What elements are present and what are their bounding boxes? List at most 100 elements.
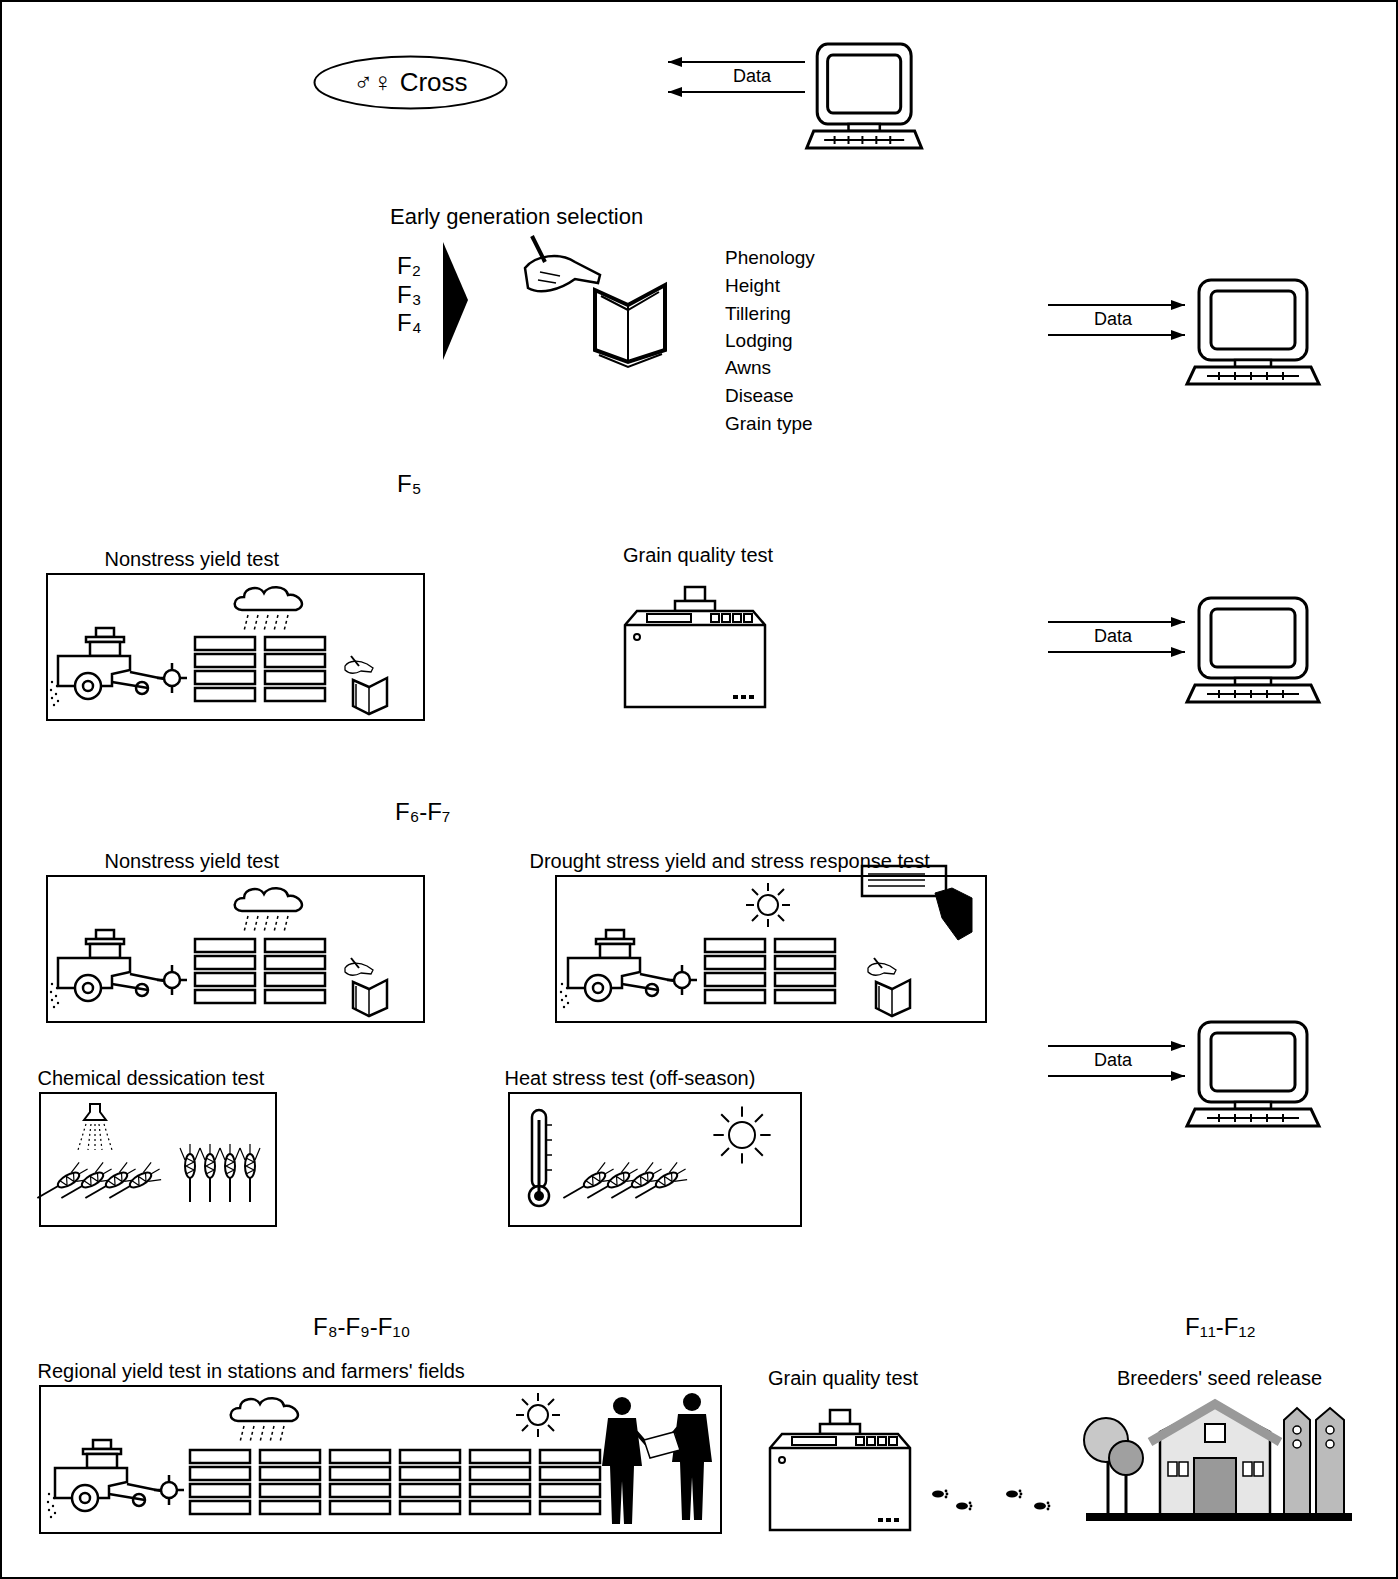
trait-item: Height xyxy=(725,275,780,298)
notebook-icon xyxy=(525,236,665,367)
notebook-icon xyxy=(345,656,387,714)
data-label: Data xyxy=(1094,1050,1132,1072)
box-heading: Nonstress yield test xyxy=(105,849,280,873)
trait-item: Grain type xyxy=(725,413,813,436)
trait-item: Awns xyxy=(725,357,771,380)
illustration-part xyxy=(1254,1462,1263,1476)
analyzer-icon xyxy=(625,587,765,707)
generation-label: F₈-F₉-F₁₀ xyxy=(313,1313,411,1342)
illustration-part xyxy=(1125,1470,1128,1515)
illustration-part xyxy=(1160,1404,1270,1515)
data-label: Data xyxy=(1094,626,1132,648)
sprayer-icon xyxy=(78,1104,112,1150)
illustration-part xyxy=(1326,1440,1334,1448)
illustration-part xyxy=(525,256,600,291)
harvester-icon xyxy=(50,628,187,706)
illustration-part xyxy=(220,1144,240,1202)
computer-icon xyxy=(807,44,922,148)
test-box: Heat stress test (off-season) xyxy=(508,1092,802,1227)
illustration-part xyxy=(180,1144,200,1202)
node-text: ♂♀ Cross xyxy=(353,67,467,98)
sun-icon xyxy=(516,1393,560,1437)
illustration-part xyxy=(532,236,545,262)
field-plots xyxy=(190,1450,320,1514)
illustration-part xyxy=(668,61,805,63)
trait-item: Disease xyxy=(725,385,794,408)
illustration-part xyxy=(1316,1408,1344,1515)
generation-label: F₂ xyxy=(397,252,421,281)
analyzer-icon xyxy=(770,1410,910,1530)
data-label: Data xyxy=(733,66,771,88)
sun-icon xyxy=(746,883,790,927)
illustration-part xyxy=(1048,1045,1185,1047)
trait-item: Phenology xyxy=(725,247,815,270)
illustration-part xyxy=(1243,1462,1252,1476)
illustration-part xyxy=(84,1104,106,1120)
test-box: Nonstress yield test xyxy=(46,573,425,721)
harvester-icon xyxy=(560,930,697,1008)
illustration-part xyxy=(1293,1440,1301,1448)
illustration-part xyxy=(1086,1513,1352,1521)
cross-ellipse: ♂♀ Cross xyxy=(313,55,508,110)
test-box: Chemical dessication test xyxy=(39,1092,277,1227)
harvester-icon xyxy=(47,1440,184,1518)
rain-cloud xyxy=(231,1398,298,1442)
notebook-icon xyxy=(868,958,910,1016)
test-label: Grain quality test xyxy=(768,1366,918,1390)
stage-heading: Early generation selection xyxy=(390,204,643,230)
illustration-part xyxy=(200,1144,220,1202)
computer-icon xyxy=(1187,280,1319,384)
data-arrows xyxy=(668,62,1185,1076)
illustration-part xyxy=(1006,1490,1022,1499)
illustration-part xyxy=(1150,1404,1280,1442)
computer-icon xyxy=(1187,1022,1319,1126)
card-hand xyxy=(862,866,972,940)
test-box: Regional yield test in stations and farm… xyxy=(39,1385,722,1534)
farmer-figure xyxy=(672,1393,712,1520)
illustration-part xyxy=(956,1502,972,1511)
box-heading: Regional yield test in stations and farm… xyxy=(38,1359,465,1383)
illustration-part xyxy=(1048,621,1185,623)
notebook-icon xyxy=(345,958,387,1016)
illustration-part xyxy=(595,285,665,362)
field-plots xyxy=(195,939,325,1003)
field-plots xyxy=(195,637,325,701)
illustration-part xyxy=(1048,334,1185,336)
illustration-part xyxy=(104,1160,164,1206)
illustration-part xyxy=(538,1120,541,1196)
illustration-part xyxy=(932,1490,948,1499)
test-label: Grain quality test xyxy=(623,543,773,567)
illustration-part xyxy=(1284,1408,1310,1515)
illustration-part xyxy=(668,91,805,93)
illustration-part xyxy=(78,1124,112,1150)
triangle-marker xyxy=(443,242,468,360)
data-label: Data xyxy=(1094,309,1132,331)
illustration-part xyxy=(1179,1462,1188,1476)
harvester-icon xyxy=(50,930,187,1008)
field-plots xyxy=(470,1450,600,1514)
generation-label: F₄ xyxy=(397,309,421,338)
box-heading: Nonstress yield test xyxy=(105,547,280,571)
illustration-part xyxy=(1048,304,1185,306)
generation-label: F₅ xyxy=(397,470,421,499)
illustration-part xyxy=(1048,651,1185,653)
farm-icon xyxy=(1084,1404,1352,1517)
sun-icon xyxy=(713,1106,770,1163)
illustration-part xyxy=(935,888,972,940)
box-heading: Heat stress test (off-season) xyxy=(505,1066,756,1090)
illustration-part xyxy=(644,1432,680,1458)
box-heading: Chemical dessication test xyxy=(38,1066,265,1090)
rain-cloud xyxy=(235,587,302,631)
generation-label: F₃ xyxy=(397,281,421,310)
release-label: Breeders' seed release xyxy=(1117,1366,1322,1390)
thermometer-icon xyxy=(529,1110,552,1206)
field-plots xyxy=(705,939,835,1003)
illustration-part xyxy=(1034,1502,1050,1511)
trait-item: Lodging xyxy=(725,330,793,353)
generation-label: F₁₁-F₁₂ xyxy=(1185,1313,1256,1342)
footprints xyxy=(932,1490,1050,1511)
illustration-part xyxy=(546,1125,552,1170)
